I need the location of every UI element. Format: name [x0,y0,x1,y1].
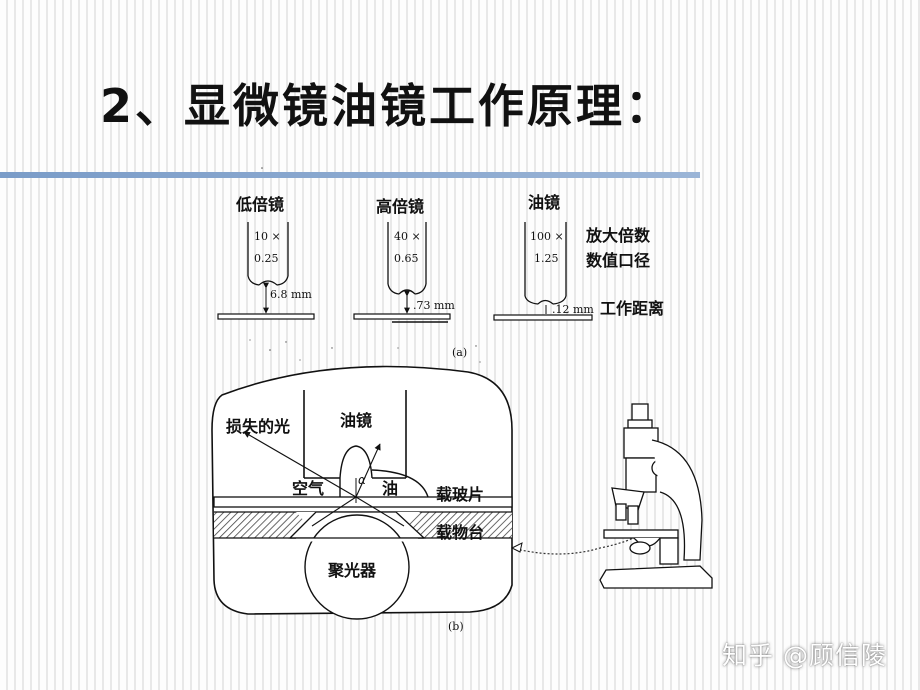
objective-low: 低倍镜 10 × 0.25 6.8 mm [217,195,315,320]
magnification-value: 40 × [394,230,421,243]
slide-label: 载玻片 [436,485,484,504]
objective-name: 油镜 [528,193,560,212]
detail-frame [211,365,513,615]
objective-oil: 油镜 100 × 1.25 .12 mm [493,193,594,321]
oil-lens-label: 油镜 [340,411,372,430]
glass-slide [493,314,593,321]
title-divider [0,172,700,178]
stage-label: 载物台 [436,523,484,542]
aperture-value: 0.65 [394,252,419,265]
microscope-illustration [599,403,713,589]
objective-name: 低倍镜 [235,195,284,214]
lost-light-label: 损失的光 [226,417,290,436]
figure-a: 低倍镜 10 × 0.25 6.8 mm 高倍镜 40 × 0.65 .73 m… [217,167,664,363]
legend-working-distance: 工作距离 [600,299,664,318]
working-distance-value: .73 mm [413,299,455,312]
glass-slide-b [213,496,513,508]
figure-b: 损失的光 油镜 α 空气 油 载玻片 载物台 聚光器 (b) [211,365,645,633]
watermark: 知乎 @顾信陵 [722,641,887,670]
glass-slide [353,313,451,320]
legend-aperture: 数值口径 [586,251,650,270]
working-distance-value: 6.8 mm [270,288,312,301]
angle-label: α [358,473,366,487]
condenser-label: 聚光器 [327,561,377,580]
glass-slide [217,313,315,320]
caption-a: (a) [452,346,467,359]
working-distance-value: .12 mm [552,303,594,316]
oil-label: 油 [382,479,398,498]
legend-magnification: 放大倍数 [585,226,651,245]
objective-high: 高倍镜 40 × 0.65 .73 mm [353,197,455,323]
objective-name: 高倍镜 [376,197,424,216]
magnification-value: 10 × [254,230,281,243]
caption-b: (b) [448,620,464,633]
slide-title: 2、显微镜油镜工作原理： [100,79,675,133]
aperture-value: 1.25 [534,252,559,265]
magnification-value: 100 × [530,230,564,243]
scan-noise [249,167,481,363]
air-label: 空气 [292,479,324,498]
aperture-value: 0.25 [254,252,279,265]
